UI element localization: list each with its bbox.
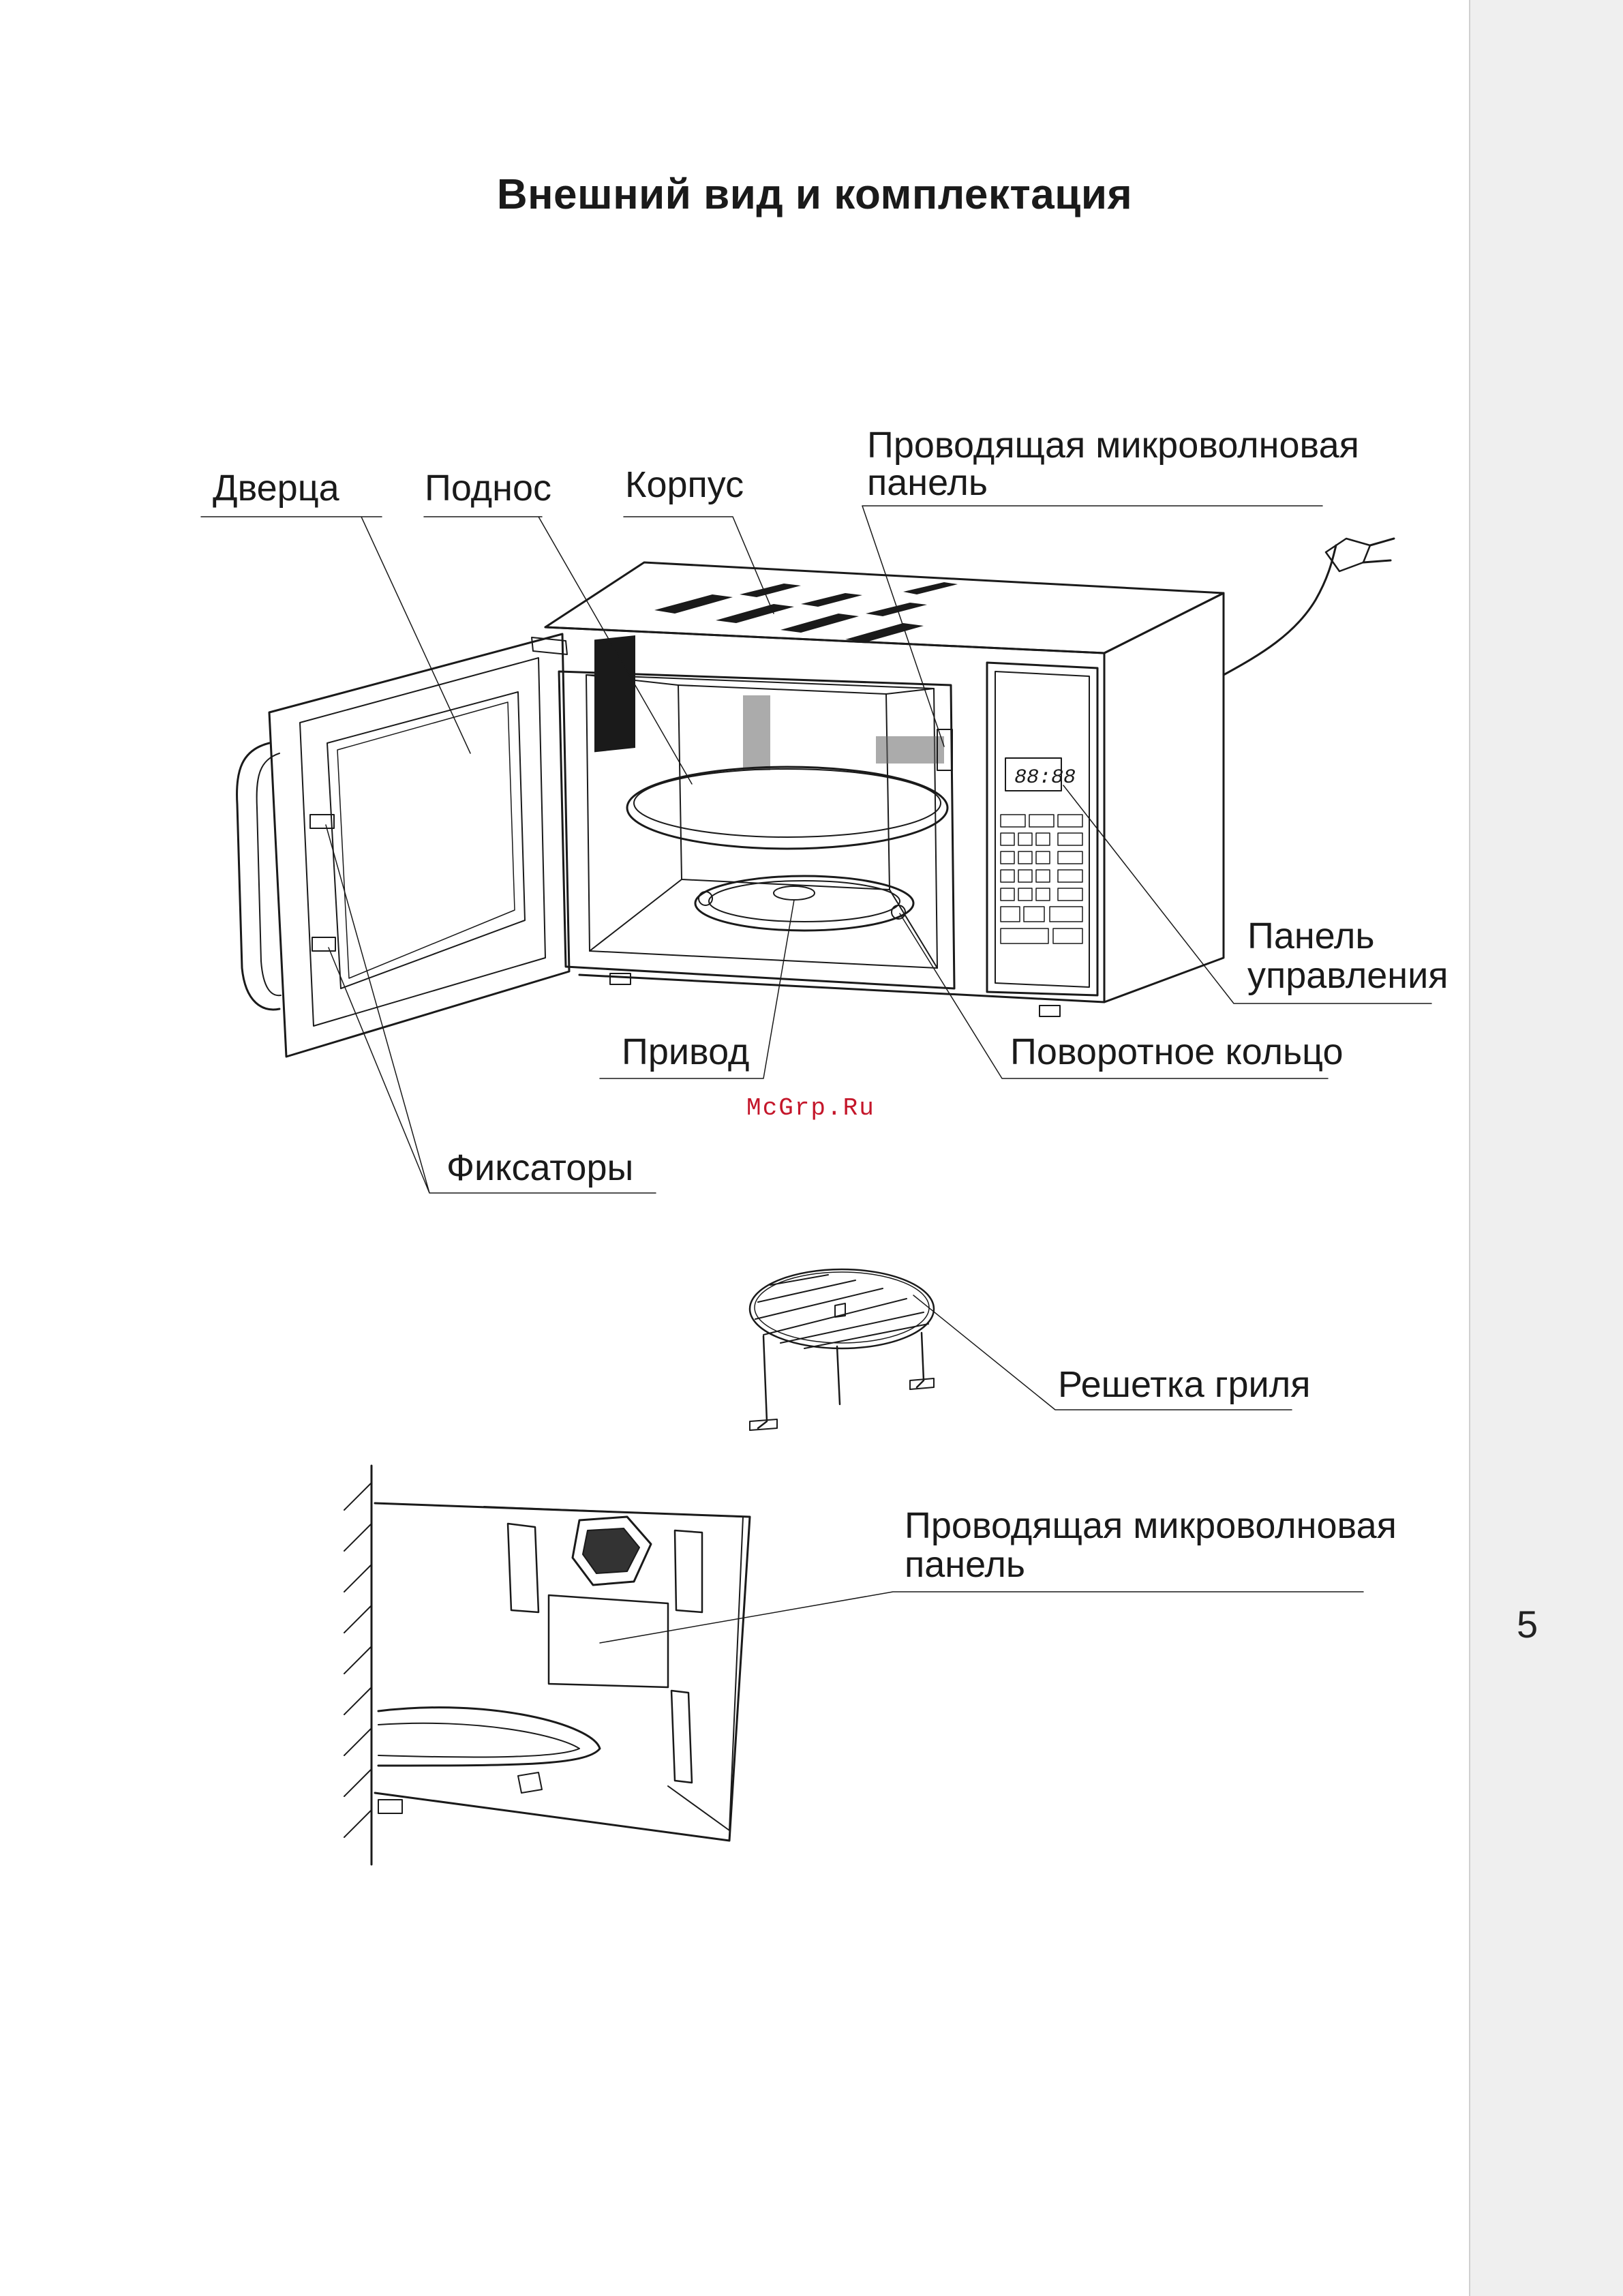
label-waveguide-top-line2: панель — [867, 464, 988, 502]
display-readout: 88:88 — [1014, 766, 1076, 789]
page-number: 5 — [1517, 1602, 1538, 1646]
label-waveguide-bottom-line1: Проводящая микроволновая — [905, 1507, 1397, 1545]
waveguide-detail-drawing — [344, 1466, 750, 1864]
label-door: Дверца — [213, 469, 339, 507]
power-plug — [1326, 539, 1394, 571]
label-latches: Фиксаторы — [446, 1149, 633, 1187]
power-cable — [1224, 545, 1336, 675]
top-vents — [654, 582, 958, 642]
label-drive: Привод — [622, 1033, 749, 1071]
keypad — [1001, 815, 1082, 943]
cavity-side-vent — [594, 635, 635, 752]
label-grill-rack: Решетка гриля — [1058, 1365, 1310, 1404]
label-rotating-ring: Поворотное кольцо — [1010, 1033, 1344, 1071]
label-control-panel-line1: Панель — [1247, 917, 1375, 955]
watermark: McGrp.Ru — [746, 1094, 875, 1122]
label-waveguide-bottom-line2: панель — [905, 1545, 1025, 1584]
grill-rack-drawing — [750, 1269, 934, 1430]
door-latch-lower — [312, 937, 335, 951]
microwave-door-drawing — [237, 634, 569, 1057]
drive-coupler — [774, 886, 815, 900]
back-wall-mesh — [743, 695, 944, 770]
label-control-panel-line2: управления — [1247, 956, 1448, 995]
leader-lines — [201, 506, 1431, 1643]
control-panel-drawing: 88:88 — [987, 663, 1097, 995]
front-foot-left — [610, 973, 631, 984]
label-tray: Поднос — [425, 469, 551, 507]
label-waveguide-top-line1: Проводящая микроволновая — [867, 426, 1359, 464]
front-foot-right — [1040, 1006, 1060, 1016]
door-latch-upper — [310, 815, 334, 828]
label-body: Корпус — [625, 466, 744, 504]
microwave-oven-drawing: 88:88 — [237, 539, 1394, 1057]
